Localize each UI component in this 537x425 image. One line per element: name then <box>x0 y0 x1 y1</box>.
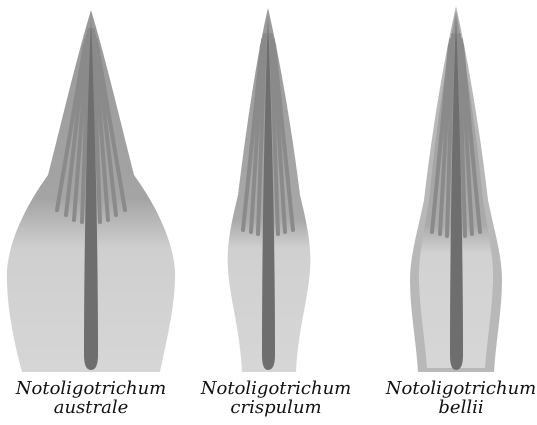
leaf-bellii <box>410 6 502 372</box>
leaf-australe <box>7 10 175 372</box>
genus-name: Notoligotrichum <box>186 379 366 398</box>
caption-bellii: Notoligotrichum bellii <box>371 379 537 417</box>
genus-name: Notoligotrichum <box>1 379 181 398</box>
caption-crispulum: Notoligotrichum crispulum <box>186 379 366 417</box>
leaf-crispulum <box>228 8 311 372</box>
species-epithet: crispulum <box>186 398 366 417</box>
genus-name: Notoligotrichum <box>371 379 537 398</box>
species-epithet: bellii <box>371 398 537 417</box>
species-epithet: australe <box>1 398 181 417</box>
caption-australe: Notoligotrichum australe <box>1 379 181 417</box>
